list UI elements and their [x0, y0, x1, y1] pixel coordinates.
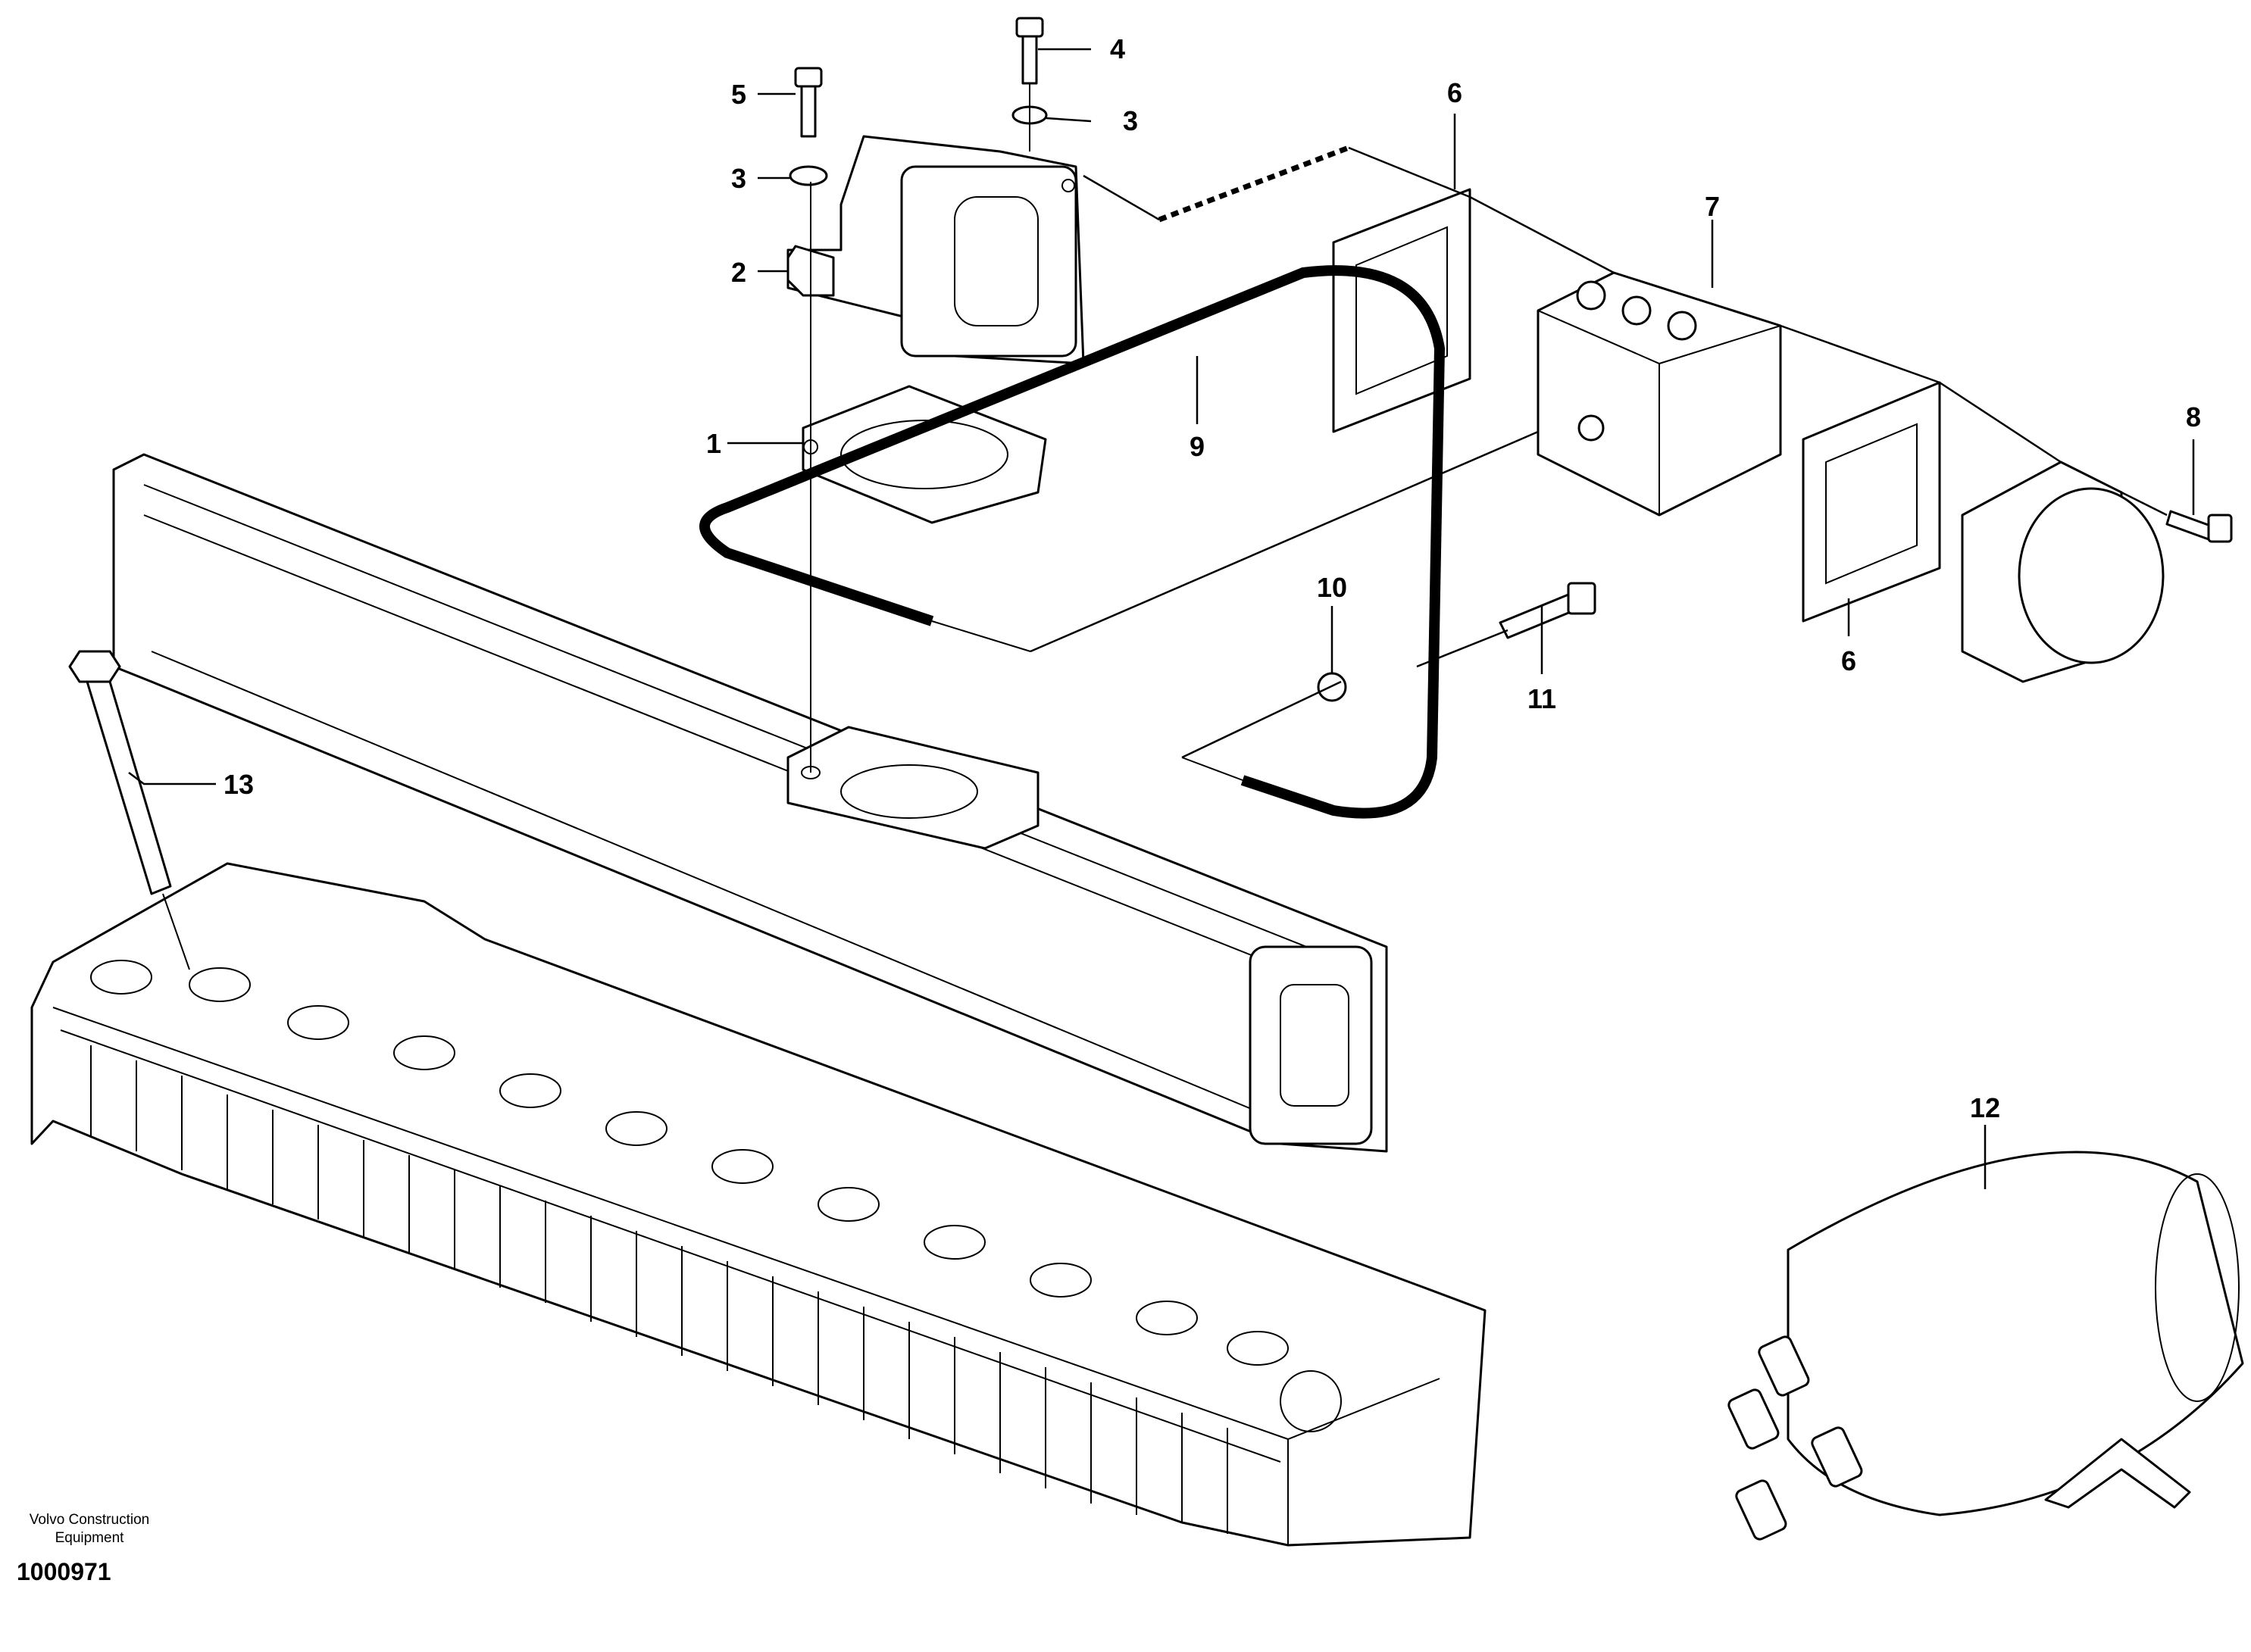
bolt-13: [68, 650, 190, 970]
outlet-flange: [1961, 461, 2165, 683]
company-name-line1: Volvo Construction: [30, 1512, 149, 1528]
bolt-8: [2165, 510, 2233, 543]
gasket-6-left: [1332, 188, 1471, 433]
callout-11: 11: [1527, 683, 1556, 714]
gasket-6-right: [1802, 381, 1941, 623]
callout-8: 8: [2186, 401, 2201, 433]
screw-4: [1015, 17, 1044, 85]
callout-3-right: 3: [1123, 105, 1138, 136]
callout-7: 7: [1705, 191, 1720, 222]
callout-2: 2: [731, 257, 746, 288]
preheater-housing: [786, 135, 1085, 365]
callout-6-top: 6: [1447, 77, 1462, 108]
callout-6-bottom: 6: [1841, 645, 1856, 676]
figure-number: 1000971: [17, 1558, 111, 1585]
solenoid-relay: [1727, 1151, 2244, 1541]
callout-3-left: 3: [731, 163, 746, 194]
gasket-1: [802, 385, 1047, 524]
company-name-line2: Equipment: [55, 1530, 125, 1546]
bolt-11: [1499, 582, 1596, 639]
callout-12: 12: [1970, 1092, 2000, 1123]
callout-5: 5: [731, 79, 746, 110]
callout-4: 4: [1110, 33, 1125, 64]
callout-10: 10: [1317, 572, 1347, 603]
callout-13: 13: [224, 769, 254, 800]
callout-9: 9: [1190, 431, 1205, 462]
cable-9: [699, 265, 1445, 819]
heater-element: [1537, 271, 1782, 517]
washer-3-left: [789, 165, 828, 186]
intake-manifold: [112, 453, 1388, 1153]
callout-1: 1: [706, 428, 721, 459]
screw-5: [794, 67, 823, 138]
cylinder-head: [30, 862, 1487, 1547]
